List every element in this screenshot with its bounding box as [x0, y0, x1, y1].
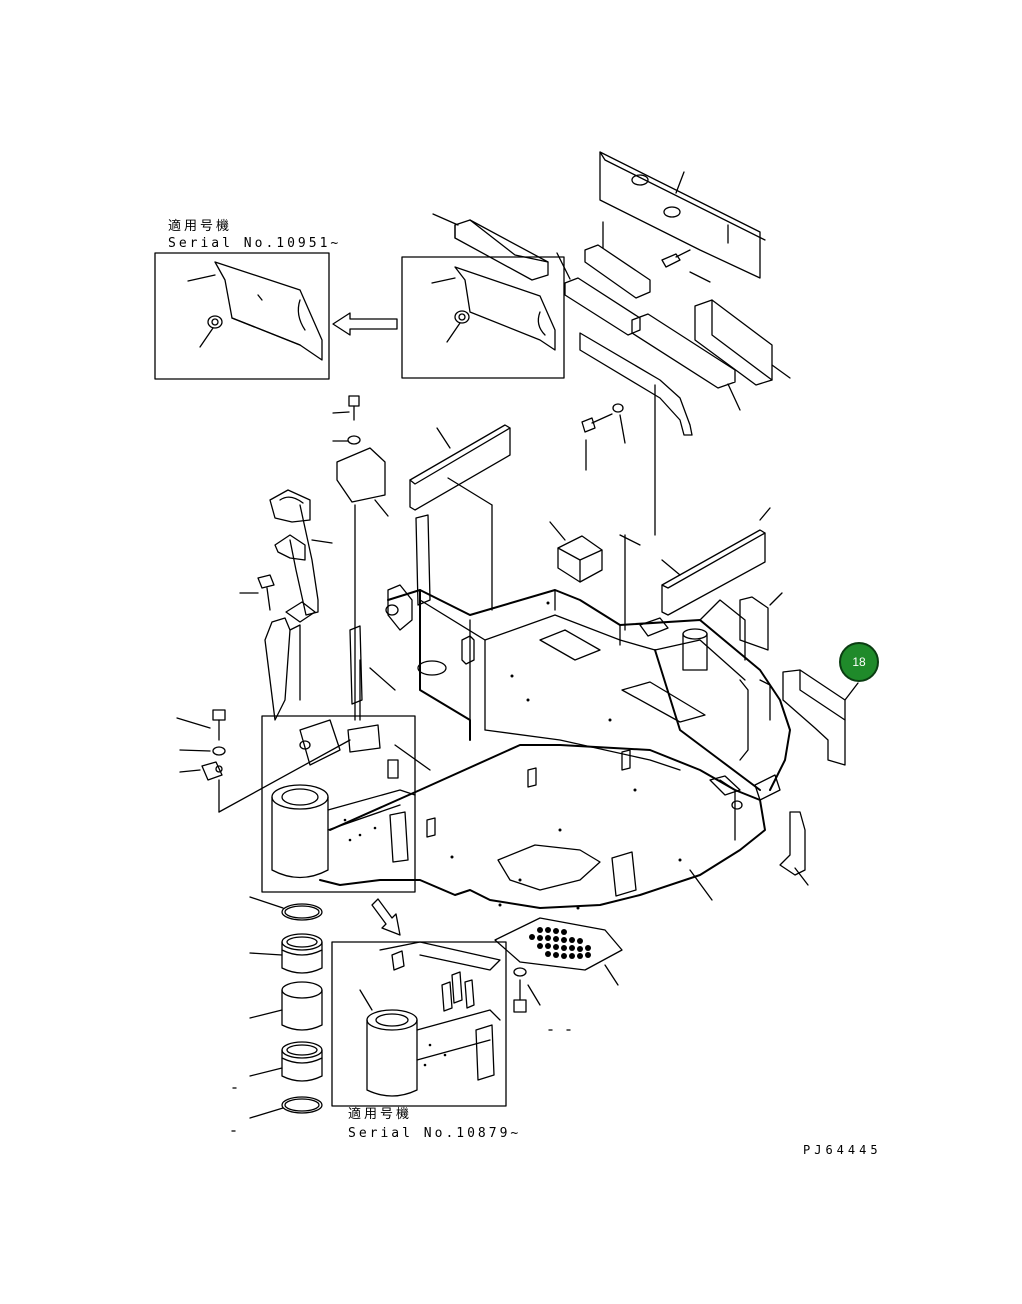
side-plates-right: [739, 592, 859, 886]
arrow-down-icon: [371, 898, 401, 936]
small-box: [549, 521, 603, 583]
applicable-serial-label-top: 適用号機: [168, 219, 233, 234]
bolt-washer-bottom: [513, 967, 571, 1031]
leader-lines: [359, 534, 713, 901]
cover-block-left: [409, 424, 511, 611]
cover-block-right: [661, 507, 771, 616]
clip-brackets: [239, 489, 333, 721]
drawing-number: PJ64445: [803, 1143, 882, 1157]
grille-plate: [494, 917, 623, 986]
zoom-box-center: [261, 715, 416, 893]
bolt-stack-left: [176, 709, 351, 813]
bolt-stack-top: [332, 395, 389, 721]
arrow-left-icon: [332, 312, 398, 336]
bolt-washer-center: [581, 403, 626, 471]
detail-box-bottom: [331, 941, 507, 1107]
part-number-badge[interactable]: 18: [839, 642, 879, 682]
serial-number-label-top: Serial No.10951~: [168, 236, 342, 251]
main-frame: [319, 514, 791, 910]
serial-number-label-bottom: Serial No.10879~: [348, 1126, 522, 1141]
detail-box-top-middle: [401, 256, 565, 379]
applicable-serial-label-bottom: 適用号機: [348, 1107, 413, 1122]
detail-box-top-left: [154, 252, 330, 380]
bushing-stack: [231, 896, 323, 1132]
upper-covers: [432, 151, 791, 536]
